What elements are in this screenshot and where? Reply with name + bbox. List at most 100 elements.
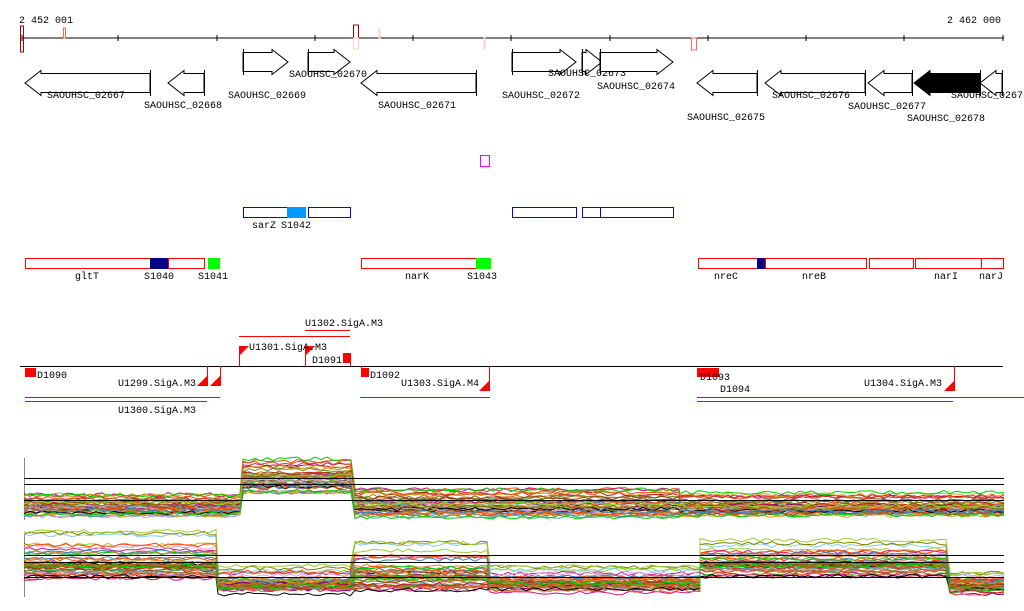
- blue-track-label: sarZ: [252, 221, 276, 232]
- expression-panel-1: [23, 456, 1005, 520]
- promoter-flag[interactable]: [197, 376, 207, 386]
- expression-profile-line: [23, 456, 1005, 498]
- gene-label: SAOUHSC_02671: [378, 101, 456, 112]
- expression-profile-line: [23, 465, 1005, 498]
- red-feature[interactable]: [168, 258, 205, 269]
- gene-arrow[interactable]: [696, 69, 758, 97]
- gene-arrow[interactable]: [24, 69, 151, 97]
- blue-feature[interactable]: [582, 207, 601, 218]
- promoter-box[interactable]: [697, 368, 708, 377]
- red-track-label: narI: [934, 272, 958, 283]
- gene-label: SAOUHSC_02678: [907, 114, 985, 125]
- red-feature[interactable]: [869, 258, 914, 269]
- blue-feature[interactable]: [600, 207, 674, 218]
- expression-panel-2: [23, 528, 1005, 597]
- promoter-box[interactable]: [708, 368, 719, 377]
- gene-saouhsc_02668[interactable]: SAOUHSC_02668: [144, 69, 222, 112]
- red-track-label: S1040: [144, 272, 174, 283]
- gene-saouhsc_02672[interactable]: SAOUHSC_02672: [502, 48, 580, 102]
- promoter-flag[interactable]: [239, 346, 249, 356]
- gene-label: SAOUHSC_02667: [47, 91, 125, 102]
- gene-saouhsc_02675[interactable]: SAOUHSC_02675: [687, 69, 765, 124]
- promoter-label: U1302.SigA.M3: [305, 318, 383, 330]
- magenta-feature[interactable]: [480, 155, 490, 167]
- blue-feature[interactable]: [512, 207, 577, 218]
- gene-label: SAOUHSC_02668: [144, 101, 222, 112]
- promoter-label: D1094: [720, 385, 750, 396]
- red-feature[interactable]: [915, 258, 982, 269]
- promoter-box[interactable]: [25, 368, 36, 377]
- expression-profile-line: [23, 572, 1005, 596]
- promoter-box[interactable]: [361, 368, 369, 377]
- expression-profile-line: [23, 530, 1005, 576]
- red-feature[interactable]: [698, 258, 758, 269]
- gene-saouhsc_02667[interactable]: SAOUHSC_02667: [24, 69, 151, 102]
- expression-profile-line: [23, 473, 1005, 509]
- promoter-flag[interactable]: [305, 346, 315, 356]
- gene-arrow[interactable]: [167, 69, 205, 97]
- sarZ-feature[interactable]: [287, 207, 306, 218]
- red-feature[interactable]: [981, 258, 1004, 269]
- red-track-label: nreB: [802, 272, 826, 283]
- S1041-feature[interactable]: [208, 258, 220, 269]
- ruler-marker[interactable]: [63, 27, 66, 39]
- gene-arrow[interactable]: [979, 69, 1003, 97]
- gene-arrow[interactable]: [599, 48, 674, 76]
- gene-label: SAOUHSC_02674: [597, 82, 675, 93]
- promoter-flag[interactable]: [210, 376, 220, 386]
- expression-profile-line: [23, 462, 1005, 500]
- gene-saouhsc_02674[interactable]: SAOUHSC_02674: [597, 48, 675, 93]
- coordinate-ruler: 2 452 001 2 462 000: [19, 16, 1004, 53]
- red-feature[interactable]: [765, 258, 867, 269]
- promoter-flag[interactable]: [944, 381, 954, 391]
- expression-profile-line: [23, 532, 1005, 577]
- gene-saouhsc_02671[interactable]: SAOUHSC_02671: [360, 69, 477, 112]
- promoter-track: D1090U1299.SigA.M3U1300.SigA.M3U1301.Sig…: [20, 318, 1024, 417]
- ruler-start-label: 2 452 001: [19, 16, 73, 27]
- S1040-feature[interactable]: [150, 258, 168, 269]
- ruler-marker[interactable]: [353, 24, 359, 39]
- S1043-feature[interactable]: [476, 258, 491, 269]
- promoter-flag[interactable]: [479, 381, 489, 391]
- gene-arrow[interactable]: [242, 48, 289, 76]
- gene-arrow[interactable]: [764, 69, 866, 97]
- navy-feature[interactable]: [757, 258, 765, 269]
- promoter-label: U1299.SigA.M3: [118, 378, 196, 390]
- gene-arrow[interactable]: [360, 69, 477, 97]
- ruler-marker[interactable]: [378, 28, 381, 39]
- gene-saouhsc_02670[interactable]: SAOUHSC_02670: [289, 48, 367, 81]
- red-feature[interactable]: [361, 258, 477, 269]
- gene-label: SAOUHSC_02670: [289, 70, 367, 81]
- gene-saouhsc_02676[interactable]: SAOUHSC_02676: [764, 69, 866, 102]
- ruler-marker[interactable]: [353, 37, 359, 50]
- gene-arrow[interactable]: [867, 69, 913, 97]
- gene-arrow[interactable]: [913, 69, 981, 97]
- expression-profile-line: [23, 549, 1005, 583]
- gene-saouhsc_02677[interactable]: SAOUHSC_02677: [848, 69, 926, 113]
- promoter-box[interactable]: [343, 353, 351, 363]
- ruler-marker[interactable]: [691, 37, 697, 51]
- gene-arrow[interactable]: [511, 48, 577, 76]
- blue-feature[interactable]: [308, 207, 351, 218]
- gene-arrow[interactable]: [307, 48, 351, 76]
- gene-label: SAOUHSC_02672: [502, 91, 580, 102]
- gene-saouhsc_02673[interactable]: SAOUHSC_02673: [548, 48, 626, 80]
- promoter-label: U1304.SigA.M3: [864, 378, 942, 390]
- gene-saouhsc_0267[interactable]: SAOUHSC_0267: [951, 69, 1023, 102]
- expression-profile-line: [23, 460, 1005, 501]
- gene-saouhsc_02669[interactable]: SAOUHSC_02669: [228, 48, 306, 102]
- ruler-marker[interactable]: [20, 25, 24, 53]
- red-track-label: S1041: [198, 272, 228, 283]
- red-feature[interactable]: [25, 258, 151, 269]
- expression-profile-line: [23, 484, 1005, 516]
- gene-label: SAOUHSC_02673: [548, 69, 626, 80]
- red-track-label: narK: [405, 272, 429, 283]
- expression-profile-line: [23, 568, 1005, 591]
- ruler-marker[interactable]: [483, 37, 486, 50]
- gene-label: SAOUHSC_02669: [228, 91, 306, 102]
- expression-profile-line: [23, 482, 1005, 517]
- blue-feature[interactable]: [243, 207, 288, 218]
